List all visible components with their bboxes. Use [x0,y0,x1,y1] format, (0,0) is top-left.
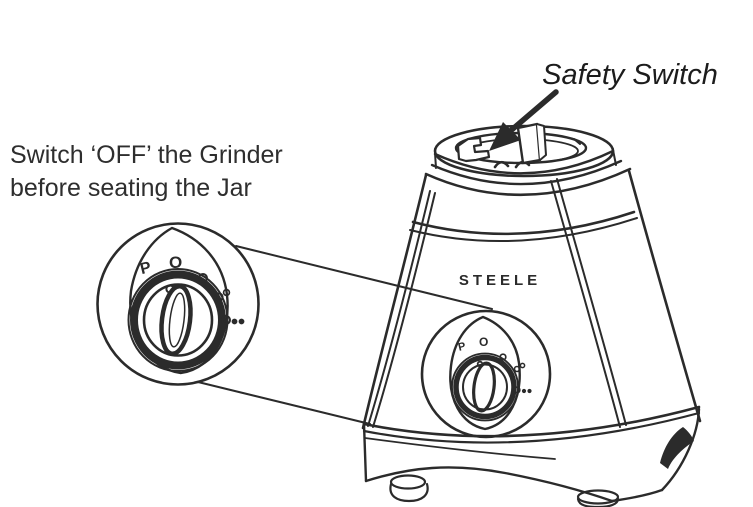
recess-notch [573,138,581,145]
base-bottom-right-edge [610,488,664,503]
off-mark: O [479,335,488,349]
arrow-icon [489,122,521,151]
speed-knob: P O [451,335,532,422]
knob-grip [159,283,193,357]
brand-logo: STEELE [459,272,541,289]
knob-pointer [476,360,484,368]
control-panel: P O [420,309,552,439]
grinder-body [361,169,702,430]
safety-switch-label: Safety Switch [542,59,718,91]
shoulder-band-inner [409,217,638,242]
shoulder-band [411,210,636,236]
front-seam-right-inner [550,180,621,428]
magnifier-callout: P O [96,222,493,425]
collar-lower-rim [433,149,615,175]
jar-seat [424,122,632,197]
speed-3-mark [221,315,245,325]
caution-note: Switch ‘OFF’ the Grinder before seating … [10,141,283,202]
base-left-wall [362,422,368,483]
base-top-seam-partial [364,437,556,460]
speed-1-mark [499,353,507,361]
collar-shoulder [424,167,632,197]
projection-line-bottom [197,381,371,425]
magnified-speed-knob: P O [127,253,245,372]
pulse-mark: P [138,259,153,278]
knob-grip [472,361,496,413]
base-right-wall [660,407,701,492]
safety-switch [456,136,491,163]
collar-flare [430,159,623,186]
projection-line-top [235,245,493,310]
rear-corner-shadow [660,427,694,469]
off-mark: O [169,253,182,272]
knob-grip-ridge [168,292,186,348]
body-left-edge [361,173,428,430]
base-bottom-edge [364,466,614,503]
front-seam-right [556,178,627,426]
magnifier-circle [96,222,260,386]
arrow-shaft [505,89,559,136]
foot-left [389,474,429,503]
speed-2-mark [214,288,231,302]
speed-2-mark [513,362,526,373]
knob-bezel [449,315,521,431]
speed-1-mark [198,273,208,283]
speed-3-mark [513,386,532,394]
caution-text-line2: before seating the Jar [10,174,252,202]
base-top-seam-inner [362,411,701,444]
pulse-mark: P [457,340,467,353]
body-right-edge [627,169,702,423]
drive-post [516,122,547,165]
front-seam-left-inner [372,192,436,428]
magnified-knob-bezel [129,226,229,375]
base [362,405,701,507]
knob-pointer [165,284,175,294]
foot-right [576,489,620,507]
panel-circle [420,309,552,439]
safety-switch-callout: Safety Switch [489,59,718,151]
caution-text-line1: Switch ‘OFF’ the Grinder [10,141,283,169]
front-seam-left [367,190,431,427]
base-top-seam [362,405,701,438]
recess-bump-left [493,160,510,169]
